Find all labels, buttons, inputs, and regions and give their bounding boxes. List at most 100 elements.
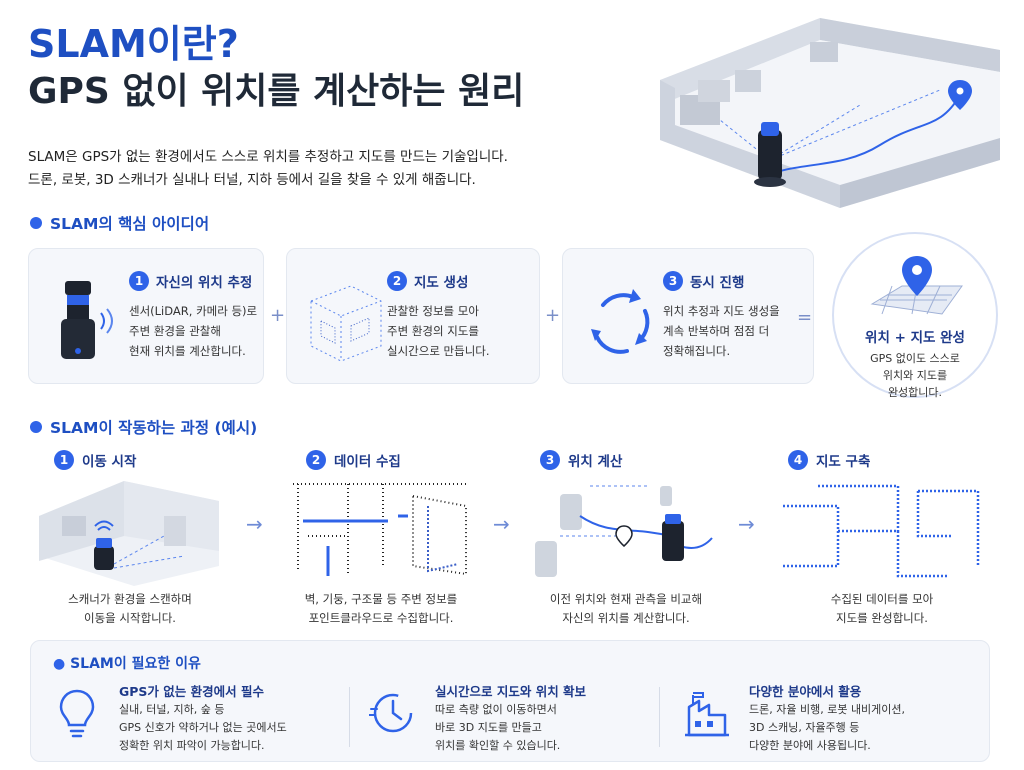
process-step-4-header: 4 지도 구축 bbox=[788, 450, 870, 470]
body-line: 완성합니다. bbox=[887, 386, 943, 399]
step-number-badge: 3 bbox=[540, 450, 560, 470]
process-step-3-caption: 이전 위치와 현재 관측을 비교해 자신의 위치를 계산합니다. bbox=[522, 590, 730, 628]
plus-operator: + bbox=[270, 305, 286, 326]
body-line: 따로 측량 없이 이동하면서 bbox=[435, 703, 557, 716]
factory-icon bbox=[685, 692, 729, 737]
divider bbox=[659, 687, 660, 747]
why-item-2-title: 실시간으로 지도와 위치 확보 bbox=[435, 684, 587, 699]
why-title-text: SLAM이 필요한 이유 bbox=[70, 656, 201, 672]
step-number-badge: 1 bbox=[129, 271, 149, 291]
body-line: 주변 환경을 관찰해 bbox=[129, 324, 221, 338]
lightbulb-icon: ● bbox=[53, 656, 66, 672]
why-item-3-body: 드론, 자율 비행, 로봇 내비게이션, 3D 스캐닝, 자율주행 등 다양한 … bbox=[749, 701, 905, 755]
core-card-2-body: 관찰한 정보를 모아 주변 환경의 지도를 실시간으로 만듭니다. bbox=[387, 301, 490, 361]
divider bbox=[349, 687, 350, 747]
process-step-4-title: 지도 구축 bbox=[816, 454, 871, 470]
process-step-4-caption: 수집된 데이터를 모아 지도를 완성합니다. bbox=[792, 590, 972, 628]
caption-line: 자신의 위치를 계산합니다. bbox=[562, 611, 690, 625]
why-item-2: 실시간으로 지도와 위치 확보 따로 측량 없이 이동하면서 바로 3D 지도를… bbox=[369, 681, 659, 757]
process-step-1-caption: 스캐너가 환경을 스캔하며 이동을 시작합니다. bbox=[40, 590, 220, 628]
why-item-3-title: 다양한 분야에서 활용 bbox=[749, 684, 862, 699]
core-card-3-title: 동시 진행 bbox=[690, 275, 745, 291]
step-number-badge: 1 bbox=[54, 450, 74, 470]
body-line: 다양한 분야에 사용됩니다. bbox=[749, 739, 871, 752]
core-card-2-title: 지도 생성 bbox=[414, 275, 469, 291]
body-line: 정확한 위치 파악이 가능합니다. bbox=[119, 739, 265, 752]
step-4-map-result bbox=[783, 484, 980, 578]
step-number-badge: 2 bbox=[306, 450, 326, 470]
cycle-arrows-icon bbox=[591, 289, 650, 354]
why-item-1-title: GPS가 없는 환경에서 필수 bbox=[119, 684, 264, 699]
caption-line: 벽, 기둥, 구조물 등 주변 정보를 bbox=[304, 592, 458, 606]
title-line-1: SLAM이란? bbox=[28, 22, 239, 66]
clock-icon bbox=[369, 693, 413, 733]
body-line: 주변 환경의 지도를 bbox=[387, 324, 479, 338]
body-line: 센서(LiDAR, 카메라 등)로 bbox=[129, 304, 258, 318]
bullet-dot-icon bbox=[30, 217, 42, 229]
result-body: GPS 없이도 스스로 위치와 지도를 완성합니다. bbox=[834, 350, 996, 401]
step-2-point-cloud bbox=[293, 483, 468, 576]
why-title: ● SLAM이 필요한 이유 bbox=[53, 653, 201, 673]
equals-operator: = bbox=[797, 307, 813, 328]
plus-operator: + bbox=[545, 305, 561, 326]
core-card-2-header: 2 지도 생성 bbox=[387, 271, 468, 291]
why-item-1: GPS가 없는 환경에서 필수 실내, 터널, 지하, 숲 등 GPS 신호가 … bbox=[53, 681, 353, 757]
caption-line: 스캐너가 환경을 스캔하며 bbox=[68, 592, 192, 606]
intro-text: SLAM은 GPS가 없는 환경에서도 스스로 위치를 추정하고 지도를 만드는… bbox=[28, 146, 508, 192]
core-section-heading: SLAM의 핵심 아이디어 bbox=[30, 212, 209, 234]
body-line: 현재 위치를 계산합니다. bbox=[129, 344, 246, 358]
body-line: 계속 반복하며 점점 더 bbox=[663, 324, 770, 338]
core-card-3-header: 3 동시 진행 bbox=[663, 271, 744, 291]
body-line: 위치를 확인할 수 있습니다. bbox=[435, 739, 561, 752]
process-step-3-header: 3 위치 계산 bbox=[540, 450, 622, 470]
result-title: 위치 + 지도 완성 bbox=[865, 330, 965, 346]
why-item-1-body: 실내, 터널, 지하, 숲 등 GPS 신호가 약하거나 없는 곳에서도 정확한… bbox=[119, 701, 287, 755]
core-card-1-title: 자신의 위치 추정 bbox=[156, 275, 253, 291]
arrow-right-icon: → bbox=[246, 512, 263, 536]
bullet-dot-icon bbox=[30, 421, 42, 433]
why-item-3: 다양한 분야에서 활용 드론, 자율 비행, 로봇 내비게이션, 3D 스캐닝,… bbox=[683, 681, 983, 757]
step-number-badge: 3 bbox=[663, 271, 683, 291]
map-pin-grid-icon bbox=[870, 256, 963, 315]
core-card-3-body: 위치 추정과 지도 생성을 계속 반복하며 점점 더 정확해집니다. bbox=[663, 301, 780, 361]
process-step-2-title: 데이터 수집 bbox=[334, 454, 401, 470]
core-heading-text: SLAM의 핵심 아이디어 bbox=[50, 215, 210, 233]
caption-line: 수집된 데이터를 모아 bbox=[830, 592, 934, 606]
core-card-1-header: 1 자신의 위치 추정 bbox=[129, 271, 252, 291]
body-line: GPS 신호가 약하거나 없는 곳에서도 bbox=[119, 721, 287, 734]
body-line: 3D 스캐닝, 자율주행 등 bbox=[749, 721, 860, 734]
core-card-1: 1 자신의 위치 추정 센서(LiDAR, 카메라 등)로 주변 환경을 관찰해… bbox=[28, 248, 264, 384]
point-cloud-map-icon bbox=[310, 285, 382, 362]
caption-line: 이전 위치와 현재 관측을 비교해 bbox=[549, 592, 703, 606]
body-line: 관찰한 정보를 모아 bbox=[387, 304, 479, 318]
step-3-position-tracking bbox=[535, 485, 713, 577]
caption-line: 지도를 완성합니다. bbox=[836, 611, 928, 625]
step-number-badge: 2 bbox=[387, 271, 407, 291]
process-step-3-title: 위치 계산 bbox=[568, 454, 623, 470]
body-line: 위치 추정과 지도 생성을 bbox=[663, 304, 780, 318]
core-card-2: 2 지도 생성 관찰한 정보를 모아 주변 환경의 지도를 실시간으로 만듭니다… bbox=[286, 248, 540, 384]
hero-room-illustration bbox=[660, 18, 1000, 208]
body-line: 바로 3D 지도를 만들고 bbox=[435, 721, 542, 734]
step-1-room-illustration bbox=[39, 481, 219, 586]
step-number-badge: 4 bbox=[788, 450, 808, 470]
lightbulb-icon bbox=[59, 689, 95, 738]
intro-line-2: 드론, 로봇, 3D 스캐너가 실내나 터널, 지하 등에서 길을 찾을 수 있… bbox=[28, 172, 476, 188]
body-line: 실내, 터널, 지하, 숲 등 bbox=[119, 703, 225, 716]
core-card-1-body: 센서(LiDAR, 카메라 등)로 주변 환경을 관찰해 현재 위치를 계산합니… bbox=[129, 301, 257, 361]
caption-line: 포인트클라우드로 수집합니다. bbox=[308, 611, 454, 625]
body-line: 위치와 지도를 bbox=[882, 369, 948, 382]
page-title: SLAM이란? GPS 없이 위치를 계산하는 원리 bbox=[28, 22, 524, 113]
process-step-1-title: 이동 시작 bbox=[82, 454, 137, 470]
result-circle: 위치 + 지도 완성 GPS 없이도 스스로 위치와 지도를 완성합니다. bbox=[832, 232, 998, 401]
process-step-1-header: 1 이동 시작 bbox=[54, 450, 136, 470]
title-line-2: GPS 없이 위치를 계산하는 원리 bbox=[28, 70, 525, 112]
process-step-2-caption: 벽, 기둥, 구조물 등 주변 정보를 포인트클라우드로 수집합니다. bbox=[282, 590, 480, 628]
body-line: 드론, 자율 비행, 로봇 내비게이션, bbox=[749, 703, 906, 716]
intro-line-1: SLAM은 GPS가 없는 환경에서도 스스로 위치를 추정하고 지도를 만드는… bbox=[28, 149, 508, 165]
arrow-right-icon: → bbox=[493, 512, 510, 536]
body-line: 정확해집니다. bbox=[663, 344, 731, 358]
process-section-heading: SLAM이 작동하는 과정 (예시) bbox=[30, 416, 257, 438]
process-heading-text: SLAM이 작동하는 과정 (예시) bbox=[50, 419, 258, 437]
body-line: 실시간으로 만듭니다. bbox=[387, 344, 490, 358]
